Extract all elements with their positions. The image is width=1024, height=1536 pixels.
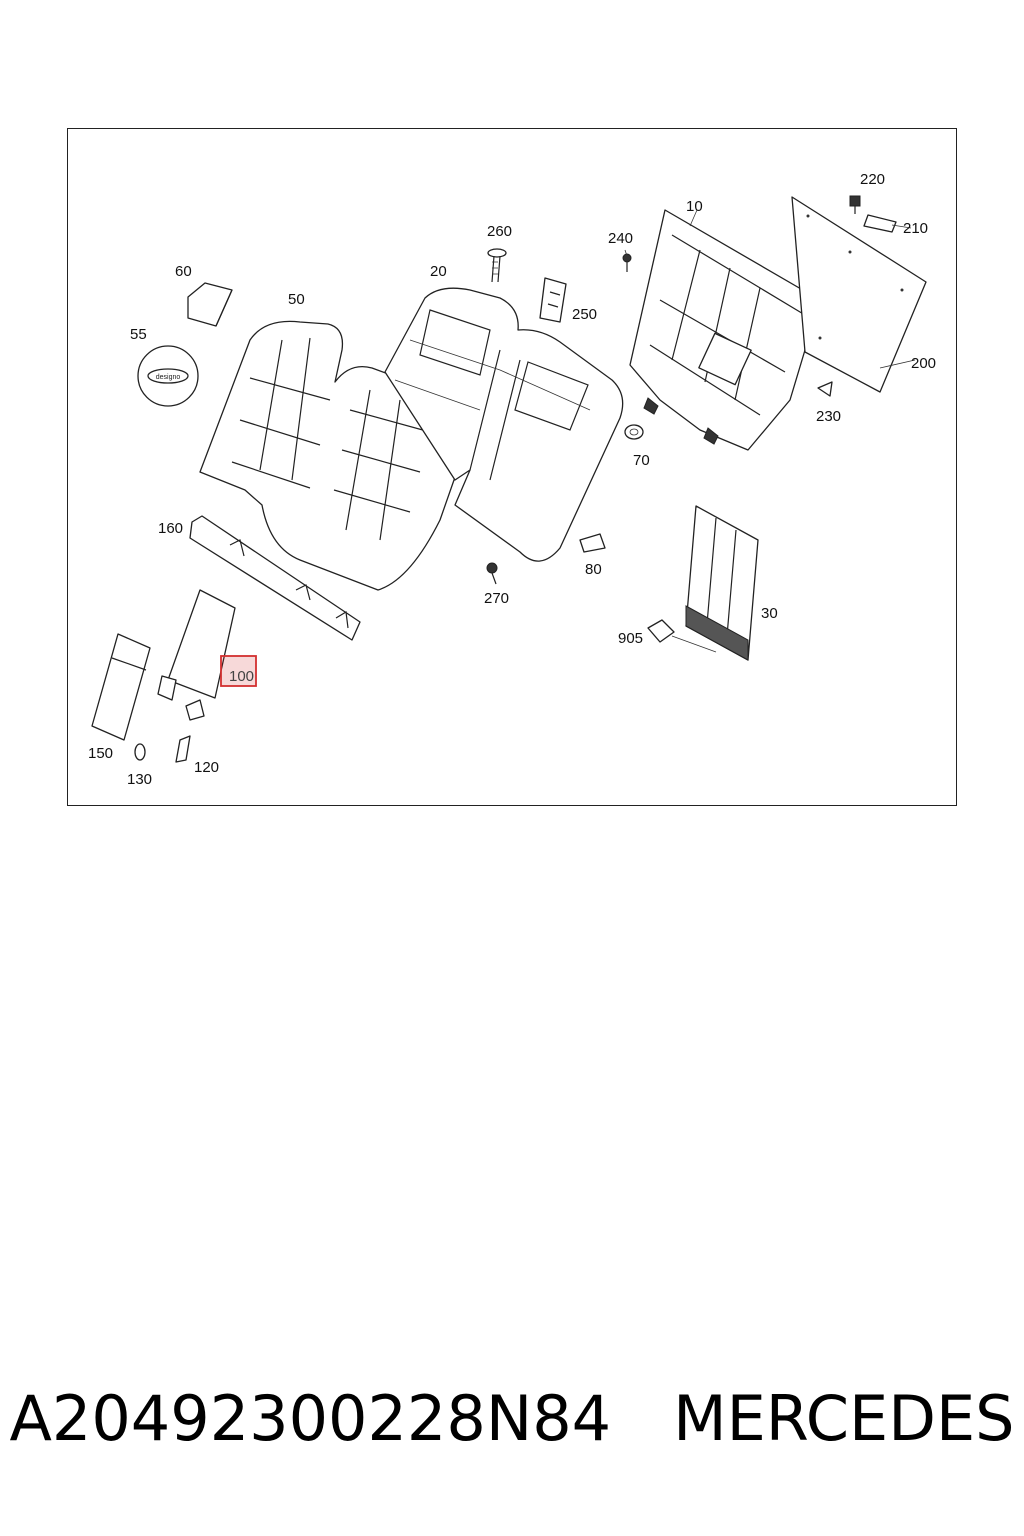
part-caption: A20492300228N84 MERCEDES	[0, 1382, 1024, 1472]
part-200-rear-panel	[791, 196, 927, 393]
callout-50[interactable]: 50	[288, 291, 305, 308]
callout-210[interactable]: 210	[903, 220, 928, 237]
callout-80[interactable]: 80	[585, 561, 602, 578]
part-230-clip	[817, 381, 833, 397]
part-240-screw	[622, 253, 632, 272]
part-250-latch	[539, 277, 567, 323]
exploded-parts-diagram: designo	[88, 171, 936, 788]
part-150-armrest-cushion	[91, 633, 151, 741]
callout-10[interactable]: 10	[686, 198, 703, 215]
badge-text: designo	[156, 374, 181, 381]
callout-260[interactable]: 260	[487, 223, 512, 240]
callout-70[interactable]: 70	[633, 452, 650, 469]
callout-55[interactable]: 55	[130, 326, 147, 343]
part-100-armrest-panel	[157, 589, 236, 721]
callout-270[interactable]: 270	[484, 590, 509, 607]
part-905-label	[647, 619, 717, 653]
part-260-bolt	[487, 248, 507, 283]
callout-30[interactable]: 30	[761, 605, 778, 622]
callout-240[interactable]: 240	[608, 230, 633, 247]
callout-160[interactable]: 160	[158, 520, 183, 537]
part-70-grommet	[624, 424, 644, 440]
part-220-screw	[849, 195, 861, 214]
callout-130[interactable]: 130	[127, 771, 152, 788]
part-20-seat-back	[384, 287, 624, 562]
part-160-rail	[189, 515, 361, 641]
callout-230[interactable]: 230	[816, 408, 841, 425]
highlight-box-100	[220, 655, 257, 687]
part-130-washer	[134, 743, 146, 761]
part-30-mat	[685, 505, 759, 661]
part-80-clip	[579, 533, 606, 553]
part-120-hinge	[175, 735, 191, 763]
part-number: A20492300228N84	[9, 1382, 612, 1455]
callout-200[interactable]: 200	[911, 355, 936, 372]
callout-220[interactable]: 220	[860, 171, 885, 188]
part-210-bracket	[863, 214, 897, 233]
part-10-frame	[629, 209, 821, 451]
callout-905[interactable]: 905	[618, 630, 643, 647]
callout-250[interactable]: 250	[572, 306, 597, 323]
part-270-screw	[486, 562, 498, 585]
callout-labels: 10 20 30 50 55 60 70 80 100 120 130 150 …	[88, 171, 936, 788]
callout-20[interactable]: 20	[430, 263, 447, 280]
callout-60[interactable]: 60	[175, 263, 192, 280]
callout-150[interactable]: 150	[88, 745, 113, 762]
callout-100[interactable]: 100	[229, 668, 254, 685]
leader-lines	[624, 209, 916, 369]
part-60-pad	[187, 282, 233, 327]
part-55-badge: designo	[137, 345, 199, 407]
brand-name: MERCEDES	[673, 1382, 1015, 1455]
callout-120[interactable]: 120	[194, 759, 219, 776]
